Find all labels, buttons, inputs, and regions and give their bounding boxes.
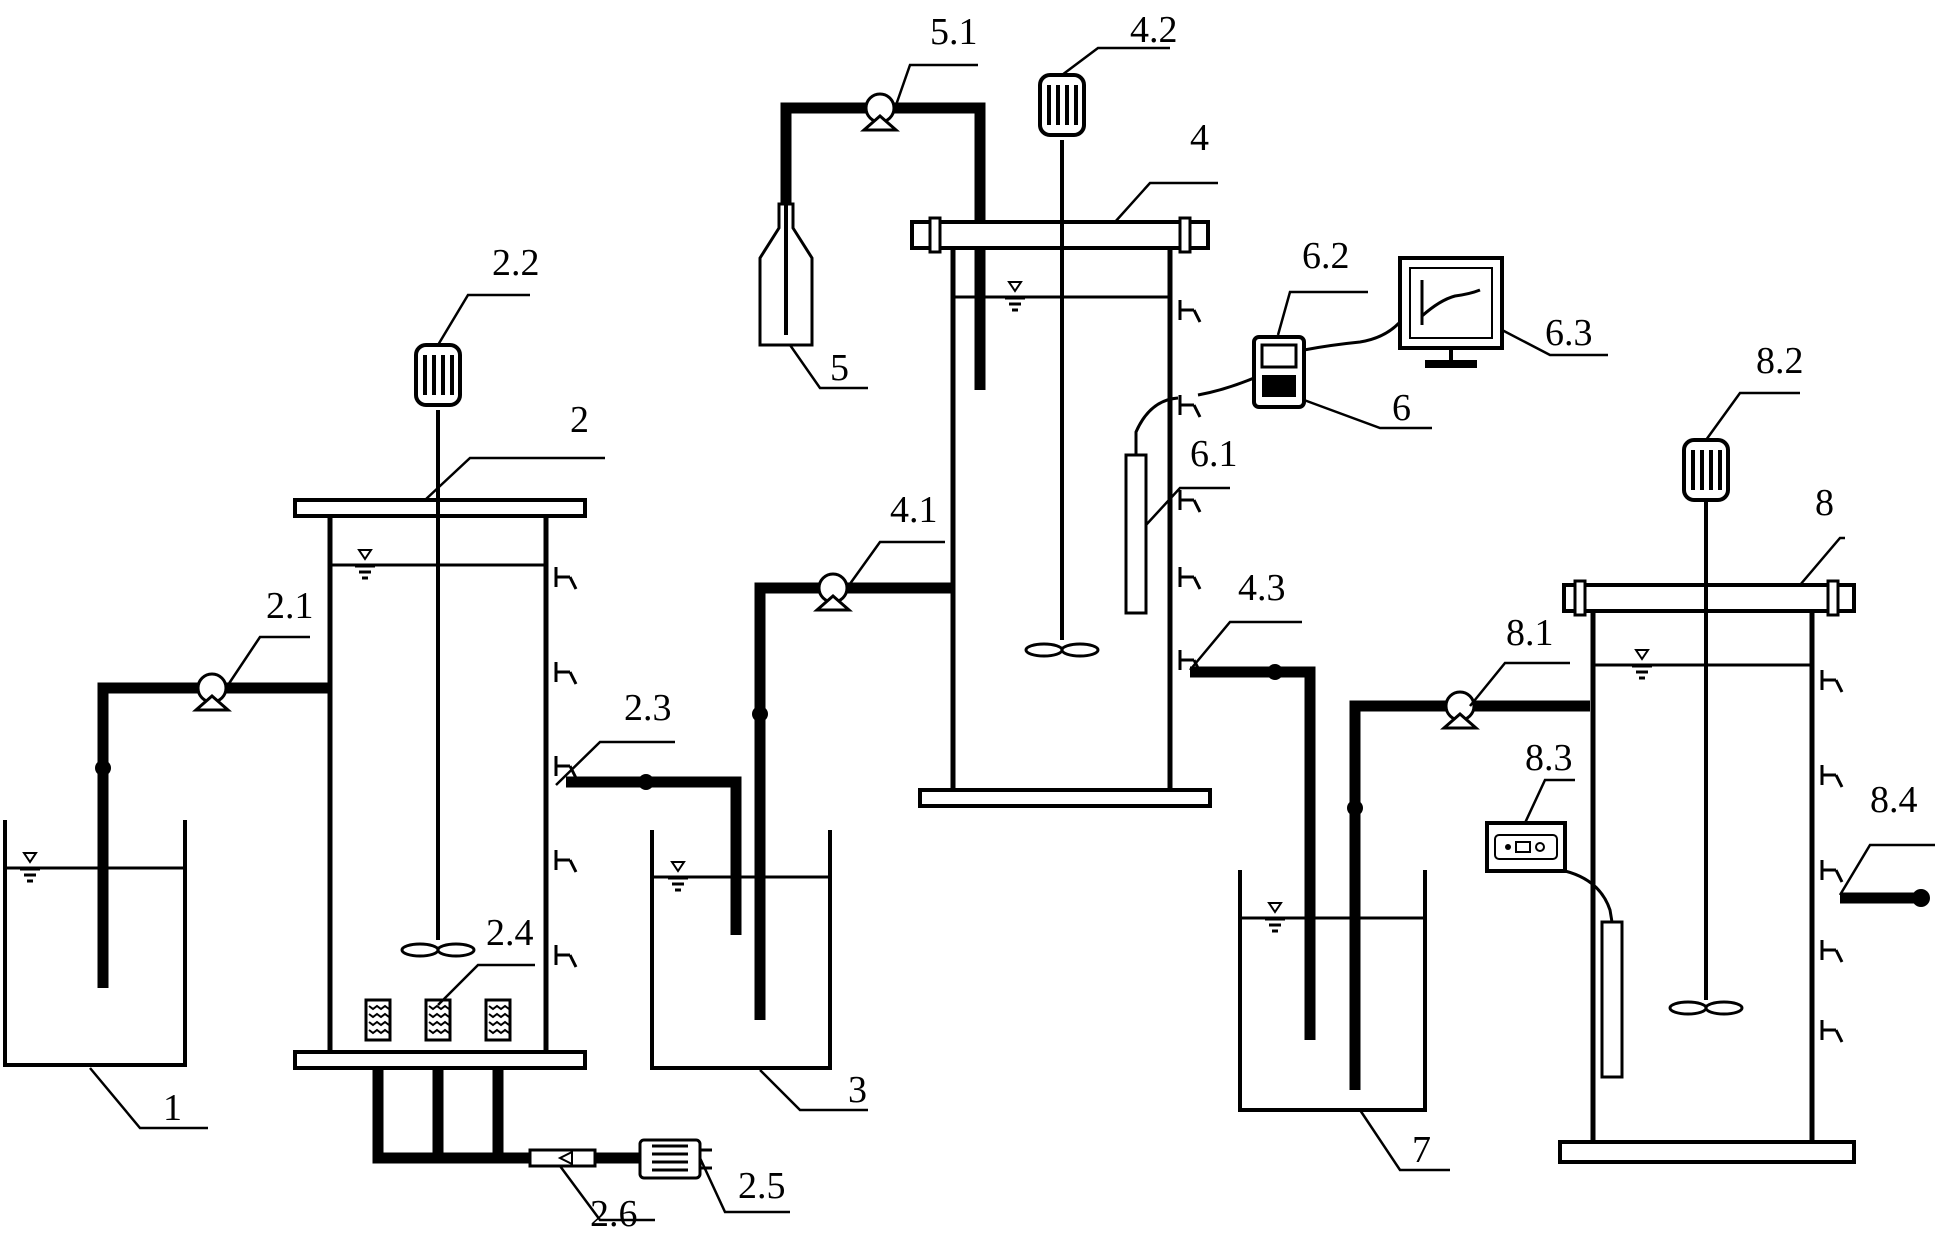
controller-8-3-icon (1485, 821, 1624, 1079)
tank-1 (3, 820, 187, 1067)
pump-8-1-icon (1442, 690, 1478, 730)
label-6-2: 6.2 (1302, 235, 1350, 277)
leader-lines (89, 46, 1935, 1222)
label-8-3: 8.3 (1525, 737, 1573, 779)
label-2: 2 (570, 399, 589, 441)
reactor-8 (1558, 438, 1856, 1164)
label-1: 1 (163, 1087, 182, 1129)
tank-3 (650, 830, 832, 1070)
label-5: 5 (830, 347, 849, 389)
label-2-5: 2.5 (738, 1165, 786, 1207)
bottle-5 (758, 200, 814, 347)
tank-7 (1238, 870, 1427, 1112)
label-7: 7 (1412, 1129, 1431, 1171)
feed-pipe-8 (1347, 690, 1590, 1090)
label-6: 6 (1392, 387, 1411, 429)
motor-4-2-icon (1038, 73, 1086, 137)
label-8-1: 8.1 (1506, 612, 1554, 654)
diffuser-icon (364, 998, 392, 1042)
outlet-pipe-4-3 (1190, 664, 1316, 1040)
label-3: 3 (848, 1069, 867, 1111)
label-4: 4 (1190, 117, 1209, 159)
pump-2-1-icon (194, 672, 230, 712)
label-8-4: 8.4 (1870, 779, 1918, 821)
reactor-2 (293, 343, 587, 1070)
meter-6-icon (1197, 320, 1402, 409)
pump-5-1-icon (862, 92, 898, 132)
pump-4-1-icon (815, 572, 851, 612)
outlet-pipe-8-4 (1840, 889, 1930, 907)
probe-6-1 (1124, 396, 1179, 615)
diffuser-icon (424, 998, 452, 1042)
feed-pipe-4 (752, 572, 953, 1020)
label-5-1: 5.1 (930, 11, 978, 53)
motor-8-2-icon (1682, 438, 1730, 502)
label-8-2: 8.2 (1756, 340, 1804, 382)
label-4-2: 4.2 (1130, 9, 1178, 51)
label-2-3: 2.3 (624, 687, 672, 729)
diffuser-icon (484, 998, 512, 1042)
label-2-2: 2.2 (492, 242, 540, 284)
label-6-1: 6.1 (1190, 433, 1238, 475)
label-4-1: 4.1 (890, 489, 938, 531)
label-2-1: 2.1 (266, 585, 314, 627)
motor-2-2-icon (414, 343, 462, 407)
label-2-4: 2.4 (486, 912, 534, 954)
aeration-pipe (372, 1068, 712, 1180)
computer-6-3-icon (1398, 256, 1504, 368)
reactor-4 (910, 73, 1212, 808)
label-group: 1 2 2.1 2.2 2.3 2.4 2.5 2.6 3 4 4.1 4.2 … (163, 9, 1918, 1235)
label-2-6: 2.6 (590, 1193, 638, 1235)
outlet-pipe-2-3 (566, 774, 742, 935)
label-8: 8 (1815, 482, 1834, 524)
label-4-3: 4.3 (1238, 567, 1286, 609)
label-6-3: 6.3 (1545, 312, 1593, 354)
feed-pipe-2 (95, 672, 330, 988)
